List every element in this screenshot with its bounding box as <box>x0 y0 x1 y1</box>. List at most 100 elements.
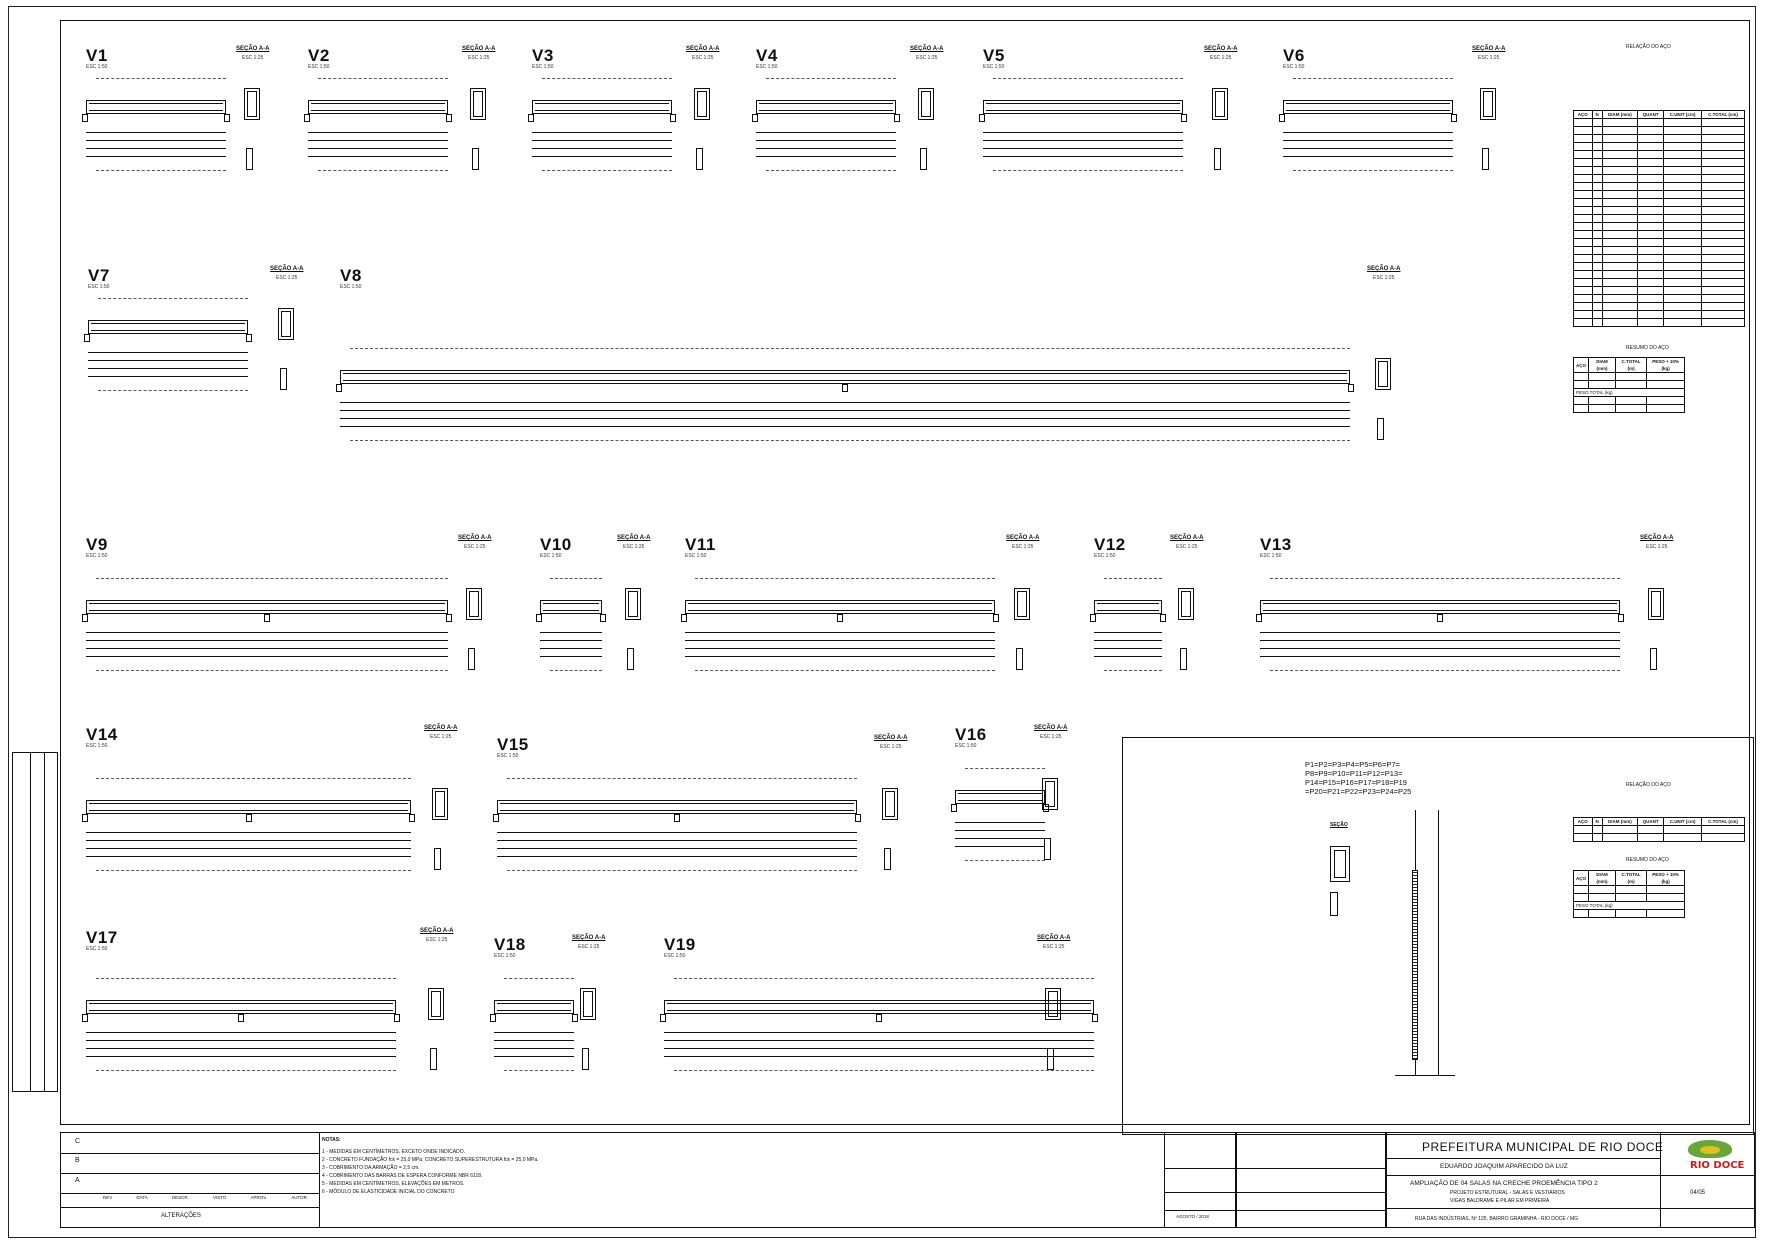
section-stirrup <box>1045 781 1055 807</box>
table-cell <box>1601 206 1639 215</box>
table-cell <box>1573 310 1593 319</box>
dimension-line <box>86 856 411 857</box>
bottom-bar-line <box>318 170 448 171</box>
table-cell <box>1663 825 1703 834</box>
table-cell <box>1591 270 1603 279</box>
dimension-line <box>685 648 995 649</box>
support-left <box>82 614 88 622</box>
table-cell <box>1601 158 1639 167</box>
table-cell <box>1573 206 1593 215</box>
beam-name: V2 <box>308 46 330 65</box>
table-cell <box>1573 238 1593 247</box>
stirrup-detail <box>1377 418 1384 440</box>
section-title: SEÇÃO A-A <box>1472 46 1506 52</box>
section-scale: ESC 1:25 <box>426 937 448 943</box>
table-cell <box>1663 230 1703 239</box>
table-header: C.TOTAL (m) <box>1615 870 1648 886</box>
bottom-rebar <box>91 330 245 331</box>
table-cell <box>1573 134 1593 143</box>
table-cell <box>1601 246 1639 255</box>
bottom-rebar <box>343 380 1347 381</box>
dimension-line <box>983 140 1183 141</box>
table-cell <box>1701 294 1745 303</box>
dimension-line <box>340 426 1350 427</box>
top-bar-line <box>695 578 995 579</box>
table-cell <box>1637 222 1665 231</box>
table-cell <box>1637 254 1665 263</box>
revision-header: DATA <box>136 1195 148 1200</box>
bottom-rebar <box>500 810 854 811</box>
table-cell <box>1637 166 1665 175</box>
table-cell <box>1637 206 1665 215</box>
table-cell <box>1701 222 1745 231</box>
table-cell <box>1663 214 1703 223</box>
stirrup-detail <box>246 148 253 170</box>
table-cell <box>1591 182 1603 191</box>
section-title: SEÇÃO A-A <box>1006 535 1040 541</box>
section-title: SEÇÃO A-A <box>617 535 651 541</box>
bottom-bar-line <box>350 440 1350 441</box>
revision-header: VISTO <box>213 1195 227 1200</box>
support-left <box>951 804 957 812</box>
top-rebar <box>500 803 854 804</box>
stirrup-detail <box>430 1048 437 1070</box>
table-cell <box>1601 286 1639 295</box>
top-bar-line <box>504 978 574 979</box>
table-cell <box>1573 833 1593 842</box>
table-header: PESO + 10% (kg) <box>1646 357 1685 373</box>
table-header: N <box>1591 110 1603 119</box>
dimension-line <box>540 640 602 641</box>
section-scale: ESC 1:25 <box>1043 944 1065 950</box>
table-cell <box>1601 833 1639 842</box>
section-title: SEÇÃO A-A <box>874 735 908 741</box>
table-cell <box>1701 262 1745 271</box>
top-rebar <box>1263 603 1617 604</box>
support-right <box>1181 114 1187 122</box>
beam-scale: ESC 1:50 <box>86 743 108 749</box>
top-bar-line <box>965 768 1045 769</box>
section-scale: ESC 1:25 <box>1646 544 1668 550</box>
table-cell <box>1573 404 1589 413</box>
support-mid <box>238 1014 244 1022</box>
table-cell <box>1587 380 1617 389</box>
table-cell <box>1573 118 1593 127</box>
table-cell <box>1573 246 1593 255</box>
section-aa <box>470 88 486 120</box>
dimension-line <box>685 640 995 641</box>
bottom-bar-line <box>96 870 411 871</box>
support-right <box>894 114 900 122</box>
support-mid <box>246 814 252 822</box>
table-cell <box>1601 174 1639 183</box>
section-scale: ESC 1:25 <box>430 734 452 740</box>
dimension-line <box>1094 648 1162 649</box>
dimension-line <box>664 1048 1094 1049</box>
drawing-frame <box>60 20 1750 1125</box>
beam-name: V10 <box>540 535 572 554</box>
beam-name: V9 <box>86 535 108 554</box>
dimension-line <box>1260 640 1620 641</box>
section-title: SEÇÃO A-A <box>1034 725 1068 731</box>
section-stirrup <box>921 91 931 117</box>
table-cell <box>1701 126 1745 135</box>
drawing-sheet <box>8 6 1756 1238</box>
table-cell <box>1587 404 1617 413</box>
table-cell <box>1591 126 1603 135</box>
bottom-rebar <box>1263 610 1617 611</box>
table-header: C.TOTAL (m) <box>1615 357 1648 373</box>
stirrup-detail <box>1482 148 1489 170</box>
dimension-line <box>1283 140 1453 141</box>
table-cell <box>1701 182 1745 191</box>
table-cell <box>1663 142 1703 151</box>
dimension-line <box>497 848 857 849</box>
support-mid <box>876 1014 882 1022</box>
stirrup-detail <box>920 148 927 170</box>
table-cell <box>1587 885 1617 894</box>
top-bar-line <box>550 578 602 579</box>
top-bar-line <box>96 778 411 779</box>
section-stirrup <box>1651 591 1661 617</box>
beam-body <box>86 100 226 114</box>
table-cell <box>1573 262 1593 271</box>
table-cell <box>1573 126 1593 135</box>
table-cell <box>1601 825 1639 834</box>
